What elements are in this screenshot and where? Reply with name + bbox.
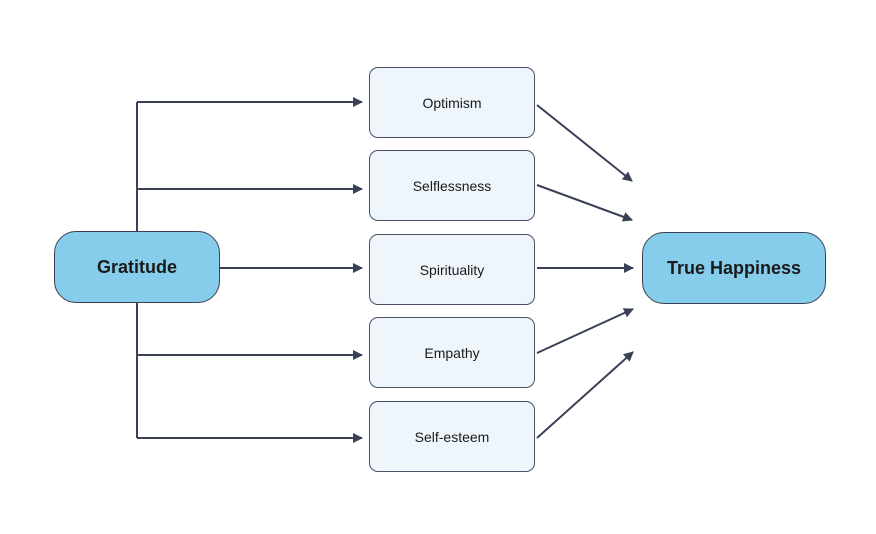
arrow-selflessness-to-happiness — [536, 184, 633, 222]
node-gratitude: Gratitude — [54, 231, 220, 303]
node-self-esteem: Self-esteem — [369, 401, 535, 472]
arrow-self-esteem-to-happiness — [536, 351, 634, 439]
node-spirituality: Spirituality — [369, 234, 535, 305]
node-true-happiness: True Happiness — [642, 232, 826, 304]
node-optimism: Optimism — [369, 67, 535, 138]
node-empathy: Empathy — [369, 317, 535, 388]
node-selflessness: Selflessness — [369, 150, 535, 221]
arrow-empathy-to-happiness — [536, 308, 634, 354]
arrow-optimism-to-happiness — [536, 104, 633, 182]
